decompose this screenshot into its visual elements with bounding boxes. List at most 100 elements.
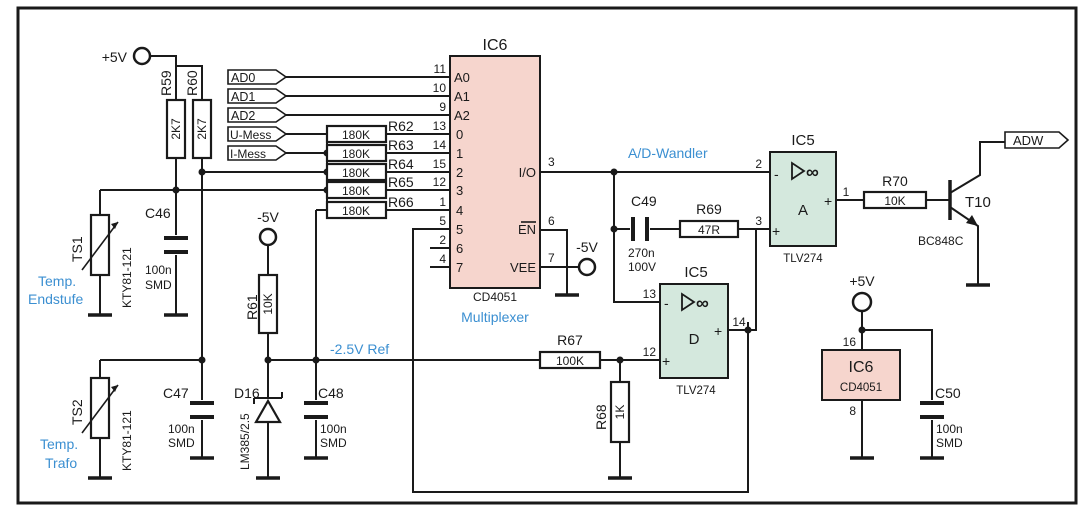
opamp-out-sign: + xyxy=(824,193,832,209)
resistor-value: 180K xyxy=(342,128,370,142)
pin-name: A0 xyxy=(454,70,470,85)
pin-number: 1 xyxy=(843,185,850,199)
ic6-power-body xyxy=(821,349,901,401)
opamp-name: IC5 xyxy=(684,264,707,281)
resistor-r67: 100K R67 xyxy=(538,332,602,370)
resistor-value: 1K xyxy=(613,405,627,420)
pin-name: A2 xyxy=(454,108,470,123)
sensor-name: TS1 xyxy=(69,236,85,262)
sensor-part: KTY81-121 xyxy=(120,247,134,308)
signal-label: U-Mess xyxy=(230,128,271,142)
resistor-name: R64 xyxy=(388,156,414,172)
supply-label: -5V xyxy=(576,239,598,255)
resistor-value: 180K xyxy=(342,166,370,180)
signal-label: AD2 xyxy=(231,109,255,123)
resistor-name: R68 xyxy=(593,404,609,430)
resistor-name: R67 xyxy=(557,332,583,348)
pin-name: 1 xyxy=(456,146,463,161)
resistor-name: R66 xyxy=(388,194,414,210)
supply-label: +5V xyxy=(849,273,875,289)
ic6-power-name: IC6 xyxy=(849,359,874,376)
sensor-ts2: TS2 KTY81-121 Temp. Trafo xyxy=(40,376,134,471)
adc-annotation: A/D-Wandler xyxy=(628,145,708,161)
capacitor-c50: C50 100n SMD xyxy=(920,385,963,450)
opamp-minus: - xyxy=(774,166,779,182)
capacitor-c47: C47 100n SMD xyxy=(163,385,214,450)
pin-number: 5 xyxy=(439,214,446,228)
pin-number: 12 xyxy=(433,175,447,189)
ic6-right-pins: 3 I/O 6 EN 7 VEE xyxy=(510,155,555,275)
ic6-multiplexer: IC6 CD4051 Multiplexer 11 A0 10 A1 9 A2 … xyxy=(433,37,555,325)
signal-label: I-Mess xyxy=(230,147,266,161)
transistor-name: T10 xyxy=(965,194,991,211)
opamp-ic5-d: ∞ D - + + IC5 TLV274 13 12 14 xyxy=(643,264,746,397)
resistor-r65: 180K R65 xyxy=(325,174,414,200)
pin-name: VEE xyxy=(510,260,536,275)
opamp-infinity: ∞ xyxy=(806,162,819,182)
pin-number: 15 xyxy=(433,157,447,171)
output-adw: ADW xyxy=(1004,131,1070,149)
emitter-arrow xyxy=(966,215,978,226)
resistor-r63: 180K R63 xyxy=(325,137,414,163)
supply-label: -5V xyxy=(257,209,279,225)
pin-number: 13 xyxy=(433,119,447,133)
opamp-part: TLV274 xyxy=(783,253,823,265)
transistor-part: BC848C xyxy=(918,234,964,248)
pin-number: 10 xyxy=(433,81,447,95)
pin-name: 4 xyxy=(456,203,463,218)
opamp-ic5-a: ∞ A - + + IC5 TLV274 2 3 1 xyxy=(755,132,849,265)
ic6-left-pins: 11 A0 10 A1 9 A2 13 0 14 1 15 2 12 3 1 4… xyxy=(433,62,470,275)
capacitor-voltage: 100V xyxy=(628,260,656,274)
pin-name: 6 xyxy=(456,241,463,256)
pin-number: 16 xyxy=(843,335,857,349)
sensor-label: Temp. xyxy=(38,273,76,289)
capacitor-value: 100n xyxy=(168,422,195,436)
ic6-power-block: IC6 CD4051 16 8 xyxy=(821,335,901,418)
signal-u-mess: U-Mess xyxy=(227,126,288,142)
opamp-symbol xyxy=(681,292,696,312)
capacitor-name: C47 xyxy=(163,385,189,401)
resistor-r60: 2K7 R60 xyxy=(184,70,213,160)
capacitor-c46: C46 100n SMD xyxy=(145,205,188,292)
pin-number: 2 xyxy=(755,157,762,171)
ic6-part: CD4051 xyxy=(473,290,517,304)
opamp-plus: + xyxy=(662,353,670,369)
resistor-value: 100K xyxy=(556,354,584,368)
pin-name: 7 xyxy=(456,260,463,275)
capacitor-c48: C48 100n SMD xyxy=(304,385,347,450)
resistor-value: 180K xyxy=(342,184,370,198)
pin-number: 3 xyxy=(548,155,555,169)
resistor-r59: 2K7 R59 xyxy=(158,70,187,160)
resistor-name: R59 xyxy=(158,70,174,96)
ic6-name: IC6 xyxy=(483,37,508,54)
sensor-label: Endstufe xyxy=(28,291,83,307)
sensor-part: KTY81-121 xyxy=(120,410,134,471)
resistor-name: R62 xyxy=(388,118,414,134)
resistor-name: R63 xyxy=(388,137,414,153)
ic6-body xyxy=(449,55,541,289)
signal-ad0: AD0 xyxy=(227,69,288,85)
resistor-name: R70 xyxy=(882,173,908,189)
ic6-function: Multiplexer xyxy=(461,309,529,325)
pin-name: EN xyxy=(518,222,536,237)
sensor-name: TS2 xyxy=(69,399,85,425)
pin-number: 8 xyxy=(849,404,856,418)
capacitor-name: C48 xyxy=(318,385,344,401)
capacitor-value: 100n xyxy=(936,422,963,436)
capacitor-name: C50 xyxy=(935,385,961,401)
opamp-minus: - xyxy=(664,295,669,311)
capacitor-type: SMD xyxy=(145,278,172,292)
pin-number: 9 xyxy=(439,100,446,114)
pin-name: 5 xyxy=(456,222,463,237)
resistor-value: 2K7 xyxy=(195,118,209,140)
sensor-label: Trafo xyxy=(45,455,77,471)
capacitor-type: SMD xyxy=(936,436,963,450)
diode-part: LM385/2.5 xyxy=(238,413,252,470)
diode-name: D16 xyxy=(234,385,260,401)
pin-name: 2 xyxy=(456,165,463,180)
resistor-value: 2K7 xyxy=(169,118,183,140)
opamp-d-body xyxy=(659,283,729,379)
signal-label: AD0 xyxy=(231,71,255,85)
